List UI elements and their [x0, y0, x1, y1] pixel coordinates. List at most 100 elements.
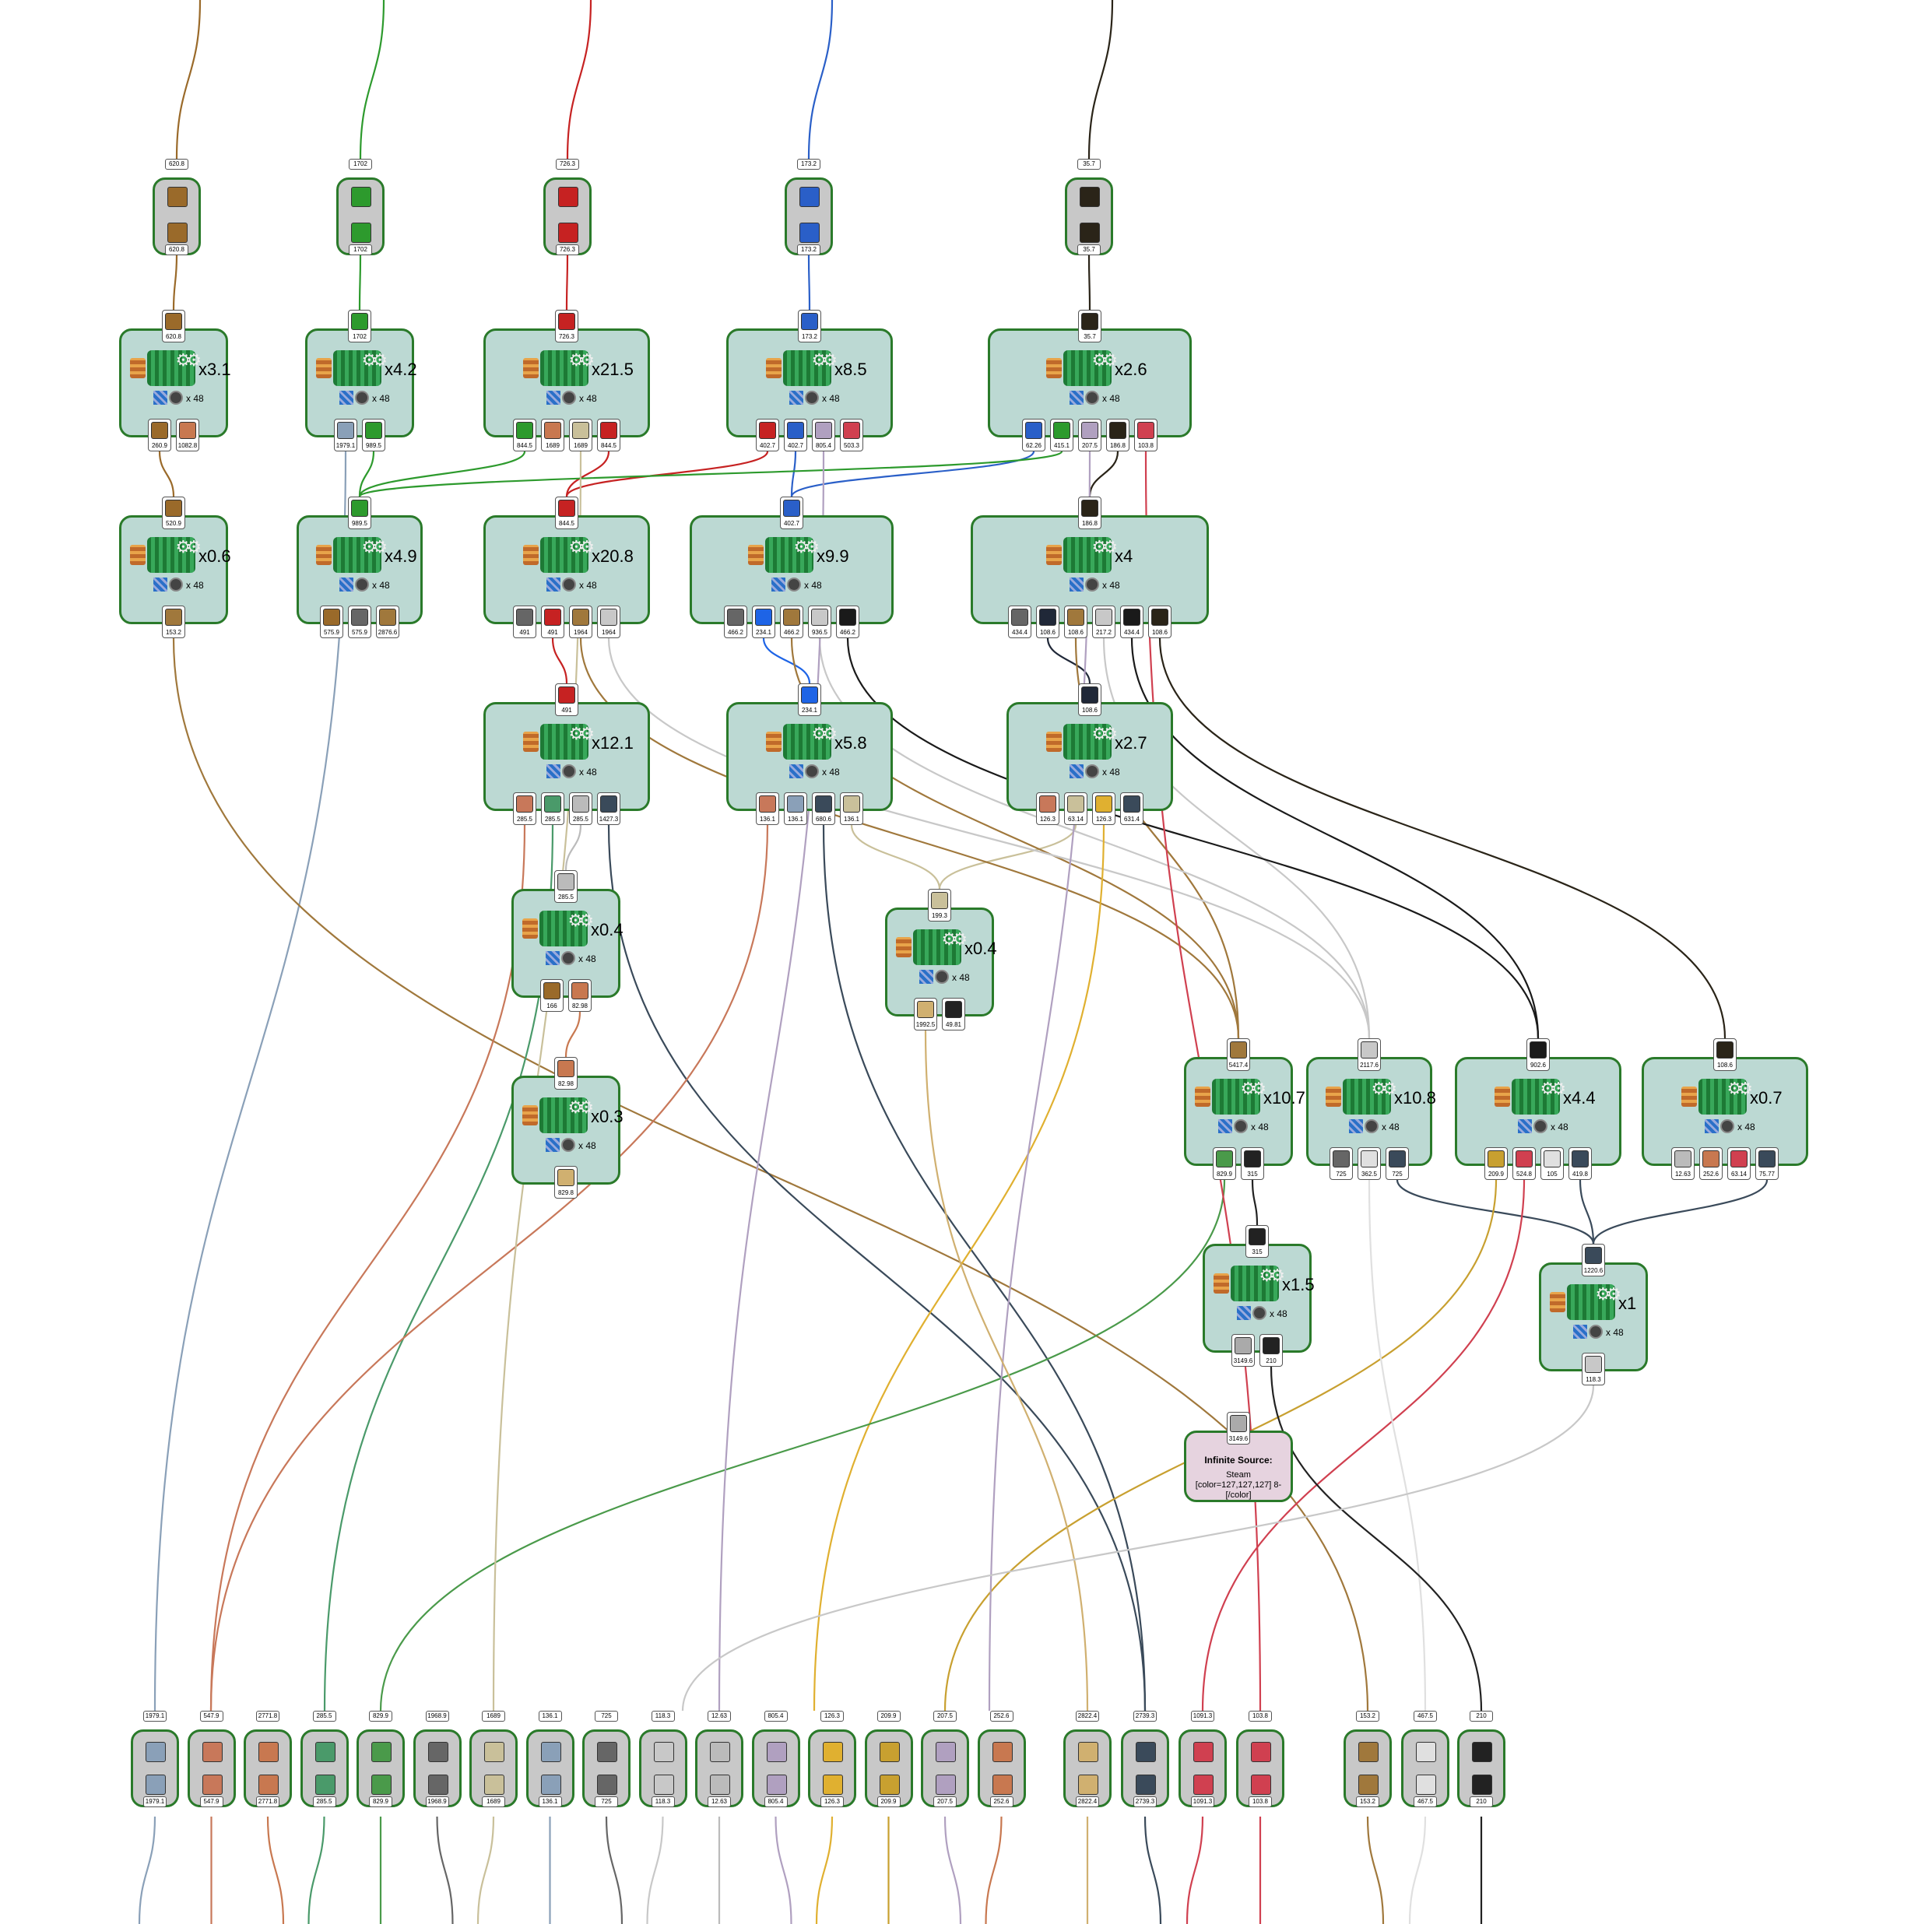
raw-resource-node[interactable] — [638, 1729, 687, 1807]
item-port[interactable]: 315 — [1245, 1225, 1269, 1258]
raw-resource-node[interactable] — [187, 1729, 236, 1807]
item-port[interactable]: 575.9 — [320, 606, 343, 638]
raw-resource-node[interactable] — [244, 1729, 292, 1807]
item-port[interactable]: 173.2 — [798, 310, 821, 342]
item-port[interactable]: 234.1 — [752, 606, 775, 638]
item-port[interactable]: 35.7 — [1078, 310, 1101, 342]
item-port[interactable]: 63.14 — [1727, 1147, 1751, 1180]
item-port[interactable]: 989.5 — [348, 497, 371, 529]
item-port[interactable]: 1964 — [597, 606, 620, 638]
item-port[interactable]: 725 — [1330, 1147, 1353, 1180]
item-port[interactable]: 136.1 — [784, 792, 807, 825]
item-port[interactable]: 1992.5 — [914, 998, 937, 1030]
item-port[interactable]: 62.26 — [1022, 419, 1045, 451]
item-port[interactable]: 126.3 — [1092, 792, 1115, 825]
item-port[interactable]: 1220.6 — [1582, 1244, 1605, 1276]
item-port[interactable]: 402.7 — [780, 497, 803, 529]
item-port[interactable]: 186.8 — [1078, 497, 1101, 529]
item-port[interactable]: 136.1 — [756, 792, 779, 825]
item-port[interactable]: 524.8 — [1512, 1147, 1536, 1180]
raw-resource-node[interactable] — [695, 1729, 743, 1807]
item-port[interactable]: 260.9 — [148, 419, 171, 451]
raw-resource-node[interactable] — [1344, 1729, 1392, 1807]
infinite-source-node[interactable]: Infinite Source:Steam [color=127,127,127… — [1184, 1431, 1293, 1502]
item-port[interactable]: 1082.8 — [176, 419, 199, 451]
item-port[interactable]: 153.2 — [162, 606, 185, 638]
item-port[interactable]: 108.6 — [1036, 606, 1059, 638]
item-port[interactable]: 402.7 — [756, 419, 779, 451]
raw-resource-node[interactable] — [1401, 1729, 1449, 1807]
item-port[interactable]: 108.6 — [1078, 683, 1101, 716]
item-port[interactable]: 726.3 — [555, 310, 578, 342]
item-port[interactable]: 285.5 — [513, 792, 536, 825]
item-port[interactable]: 680.6 — [812, 792, 835, 825]
item-port[interactable]: 631.4 — [1120, 792, 1143, 825]
item-port[interactable]: 285.5 — [541, 792, 564, 825]
item-port[interactable]: 285.5 — [569, 792, 592, 825]
item-port[interactable]: 5417.4 — [1227, 1038, 1250, 1071]
item-port[interactable]: 434.4 — [1008, 606, 1031, 638]
item-port[interactable]: 620.8 — [162, 310, 185, 342]
item-port[interactable]: 217.2 — [1092, 606, 1115, 638]
item-port[interactable]: 12.63 — [1671, 1147, 1695, 1180]
item-port[interactable]: 989.5 — [362, 419, 385, 451]
item-port[interactable]: 108.6 — [1148, 606, 1171, 638]
raw-resource-node[interactable] — [300, 1729, 349, 1807]
item-port[interactable]: 415.1 — [1050, 419, 1073, 451]
item-port[interactable]: 136.1 — [840, 792, 863, 825]
raw-resource-node[interactable] — [1179, 1729, 1227, 1807]
item-port[interactable]: 402.7 — [784, 419, 807, 451]
item-port[interactable]: 362.5 — [1358, 1147, 1381, 1180]
item-port[interactable]: 63.14 — [1064, 792, 1087, 825]
raw-resource-node[interactable] — [751, 1729, 800, 1807]
item-port[interactable]: 466.2 — [836, 606, 859, 638]
item-port[interactable]: 844.5 — [597, 419, 620, 451]
item-port[interactable]: 126.3 — [1036, 792, 1059, 825]
item-port[interactable]: 1702 — [348, 310, 371, 342]
raw-resource-node[interactable] — [864, 1729, 913, 1807]
item-port[interactable]: 844.5 — [513, 419, 536, 451]
raw-resource-node[interactable] — [1457, 1729, 1505, 1807]
item-port[interactable]: 466.2 — [780, 606, 803, 638]
item-port[interactable]: 75.77 — [1755, 1147, 1779, 1180]
item-port[interactable]: 2876.6 — [376, 606, 399, 638]
item-port[interactable]: 1689 — [569, 419, 592, 451]
item-port[interactable]: 805.4 — [812, 419, 835, 451]
raw-resource-node[interactable] — [582, 1729, 631, 1807]
item-port[interactable]: 108.6 — [1064, 606, 1087, 638]
item-port[interactable]: 1689 — [541, 419, 564, 451]
item-port[interactable]: 1964 — [569, 606, 592, 638]
item-port[interactable]: 1979.1 — [334, 419, 357, 451]
item-port[interactable]: 118.3 — [1582, 1353, 1605, 1385]
item-port[interactable]: 166 — [540, 979, 564, 1012]
raw-resource-node[interactable] — [1063, 1729, 1112, 1807]
raw-resource-node[interactable] — [977, 1729, 1026, 1807]
raw-resource-node[interactable] — [1121, 1729, 1169, 1807]
item-port[interactable]: 186.8 — [1106, 419, 1129, 451]
item-port[interactable]: 82.98 — [554, 1057, 578, 1090]
item-port[interactable]: 829.9 — [1213, 1147, 1236, 1180]
item-port[interactable]: 3149.6 — [1231, 1334, 1255, 1367]
item-port[interactable]: 491 — [555, 683, 578, 716]
item-port[interactable]: 210 — [1259, 1334, 1283, 1367]
raw-resource-node[interactable] — [808, 1729, 856, 1807]
raw-resource-node[interactable] — [525, 1729, 574, 1807]
item-port[interactable]: 199.3 — [928, 889, 951, 922]
item-port[interactable]: 105 — [1540, 1147, 1564, 1180]
item-port[interactable]: 82.98 — [568, 979, 592, 1012]
item-port[interactable]: 2117.6 — [1358, 1038, 1381, 1071]
item-port[interactable]: 234.1 — [798, 683, 821, 716]
item-port[interactable]: 108.6 — [1713, 1038, 1737, 1071]
item-port[interactable]: 207.5 — [1078, 419, 1101, 451]
item-port[interactable]: 520.9 — [162, 497, 185, 529]
item-port[interactable]: 829.8 — [554, 1166, 578, 1199]
item-port[interactable]: 725 — [1386, 1147, 1409, 1180]
item-port[interactable]: 902.6 — [1526, 1038, 1550, 1071]
item-port[interactable]: 209.9 — [1484, 1147, 1508, 1180]
item-port[interactable]: 49.81 — [942, 998, 965, 1030]
item-port[interactable]: 491 — [541, 606, 564, 638]
item-port[interactable]: 936.5 — [808, 606, 831, 638]
item-port[interactable]: 315 — [1241, 1147, 1264, 1180]
item-port[interactable]: 1427.3 — [597, 792, 620, 825]
raw-resource-node[interactable] — [357, 1729, 405, 1807]
